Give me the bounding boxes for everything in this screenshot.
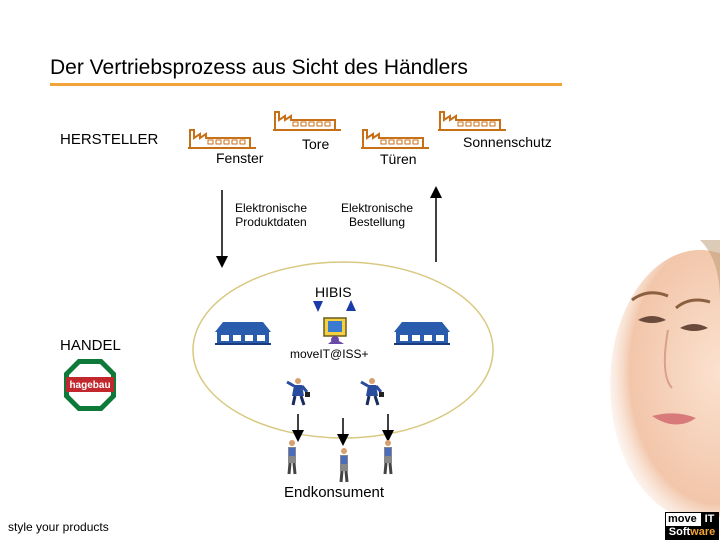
sales-person-icon-left — [285, 376, 312, 407]
hibis-marker-up — [346, 300, 356, 311]
computer-user-icon — [323, 317, 347, 344]
label-elektronische-produktdaten: Elektronische Produktdaten — [234, 201, 308, 229]
hibis-marker-down — [313, 301, 323, 312]
label-sonnenschutz: Sonnenschutz — [463, 134, 552, 150]
label-moveit-iss: moveIT@ISS+ — [290, 347, 369, 361]
face-photo — [610, 240, 720, 520]
label-hersteller: HERSTELLER — [60, 131, 159, 148]
label-handel: HANDEL — [60, 337, 121, 354]
factory-icon-sonnenschutz — [437, 111, 507, 131]
consumer-icon-right — [382, 438, 394, 476]
label-tore: Tore — [302, 136, 330, 152]
title-underline — [50, 83, 562, 86]
label-hibis: HIBIS — [315, 284, 352, 300]
consumer-icon-center — [338, 446, 350, 484]
hagebau-logo-text: hagebau — [69, 380, 110, 391]
logo-word-soft: Soft — [668, 526, 691, 538]
retail-ellipse — [192, 261, 494, 439]
moveit-software-logo: move IT Software — [665, 512, 719, 540]
label-endkonsument: Endkonsument — [284, 484, 385, 501]
factory-icon-tueren — [360, 129, 430, 149]
label-fenster: Fenster — [216, 150, 264, 166]
store-icon-left — [214, 321, 272, 345]
label-tueren: Türen — [380, 151, 417, 167]
consumer-icon-left — [286, 438, 298, 476]
logo-word-ware: ware — [690, 526, 716, 538]
label-elektronische-bestellung: Elektronische Bestellung — [340, 201, 414, 229]
factory-icon-fenster — [187, 129, 257, 149]
footer-tagline: style your products — [8, 520, 109, 534]
logo-word-move: move — [668, 513, 697, 525]
factory-icon-tore — [272, 111, 342, 131]
store-icon-right — [393, 321, 451, 345]
hagebau-logo: hagebau — [64, 359, 116, 411]
page-title: Der Vertriebsprozess aus Sicht des Händl… — [50, 56, 468, 79]
sales-person-icon-right — [359, 376, 386, 407]
logo-word-it: IT — [701, 513, 718, 526]
